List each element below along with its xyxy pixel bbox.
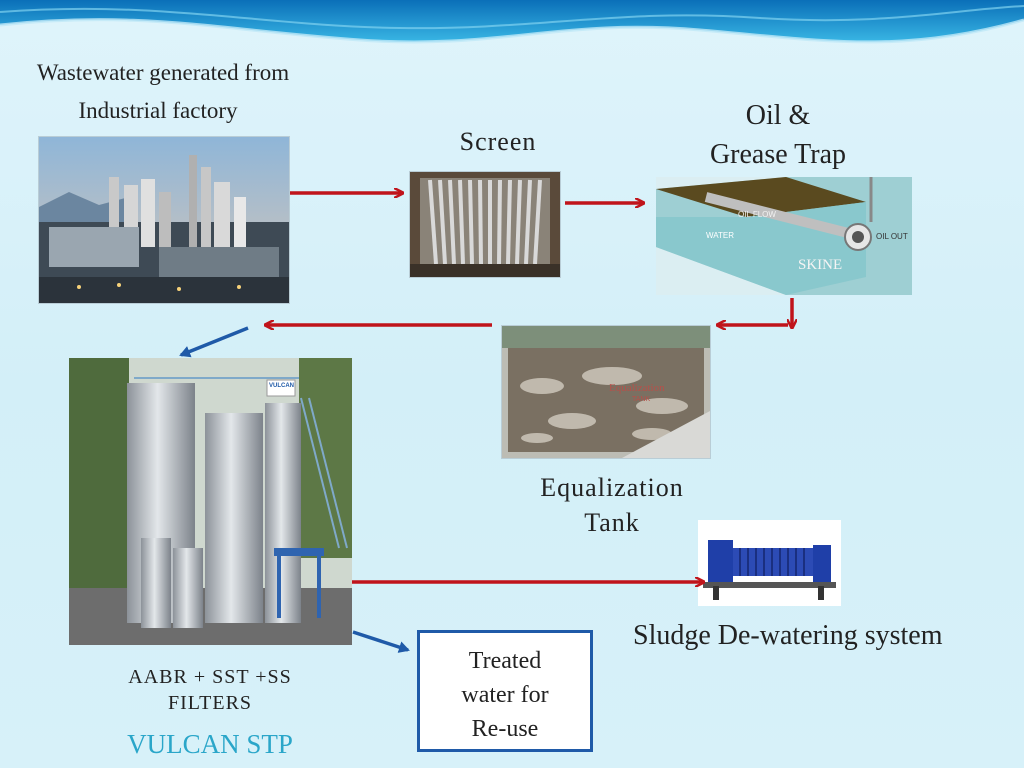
skine-label: SKINE	[798, 257, 843, 273]
screen-label: Screen	[459, 127, 537, 156]
sludge-label: Sludge De-watering system	[633, 620, 943, 651]
aabr-label-line1: AABR + SST +SS	[128, 666, 292, 688]
aabr-label-line2: FILTERS	[167, 692, 253, 714]
equalization-tank-photo: Equalization TANK	[501, 325, 711, 459]
screen-photo	[409, 171, 561, 278]
vulcan-sign-text: VULCAN	[269, 383, 294, 389]
equalization-photo-text: Equalization	[609, 382, 665, 394]
arrow-blue-into-stp	[179, 326, 249, 358]
arrow-stp-to-treated	[352, 630, 410, 653]
source-label-line1: Wastewater generated from	[36, 60, 290, 85]
vulcan-stp-photo: VULCAN	[69, 358, 352, 645]
treated-water-line2: water for	[461, 682, 549, 708]
oil-trap-photo: OIL FLOW WATER OIL OUT SKINE	[656, 177, 912, 295]
oil-trap-label-line2: Grease Trap	[709, 139, 847, 170]
vulcan-stp-title: VULCAN STP	[127, 729, 293, 759]
oil-out-label: OIL OUT	[876, 232, 908, 241]
water-label: WATER	[706, 231, 734, 240]
equalization-label-line2: Tank	[584, 508, 640, 537]
top-wave-decoration	[0, 0, 1024, 44]
treated-water-line1: Treated	[468, 648, 542, 674]
oil-flow-label: OIL FLOW	[738, 210, 776, 219]
treated-water-box: Treated water for Re-use	[417, 630, 593, 752]
oil-trap-label-line1: Oil &	[745, 100, 811, 131]
equalization-label-line1: Equalization	[540, 473, 684, 502]
factory-photo	[38, 136, 290, 304]
tank-photo-text: TANK	[632, 396, 651, 403]
sludge-press-photo	[698, 520, 841, 606]
treated-water-line3: Re-use	[471, 716, 539, 742]
source-label-line2: Industrial factory	[78, 98, 238, 123]
